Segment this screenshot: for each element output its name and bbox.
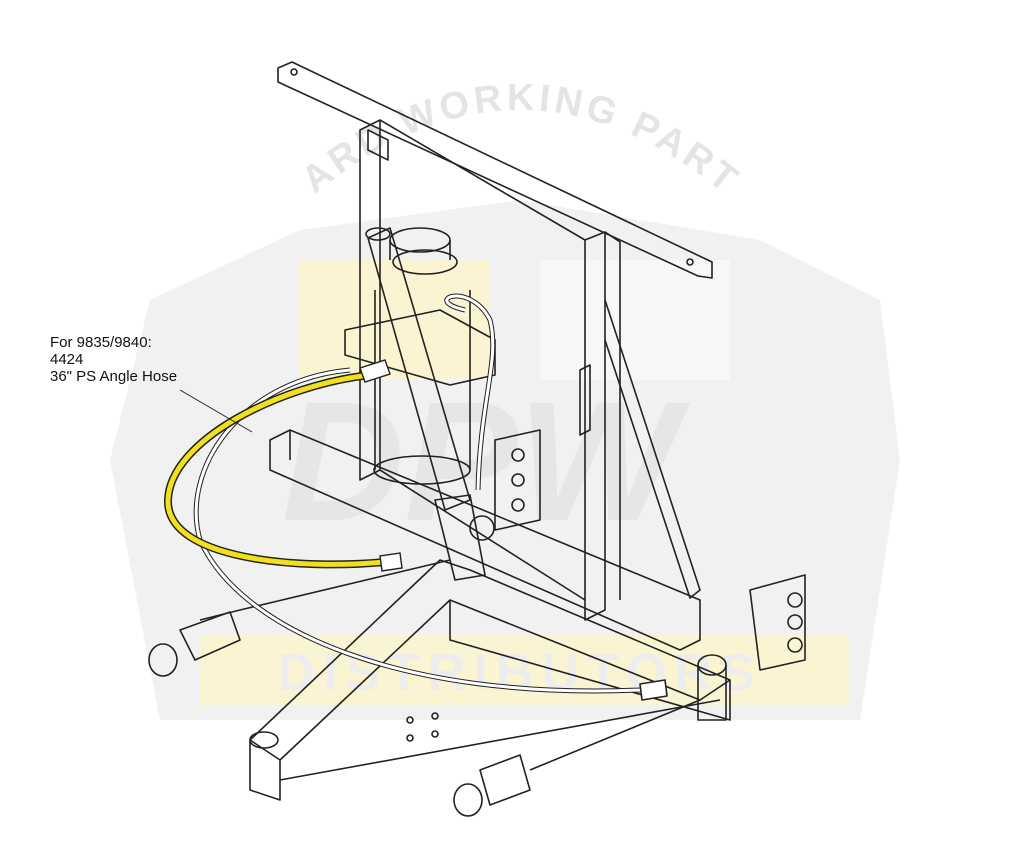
hose-fitting-top [359, 359, 391, 383]
valve-block [344, 309, 496, 386]
top-crossbar [277, 61, 713, 279]
watermark-subtitle: DISTRIBUTORS [277, 644, 762, 702]
angle-hose-4424 [165, 372, 386, 567]
callout-part-number: 4424 [50, 351, 84, 368]
bolt-hole [686, 258, 694, 266]
callout-description: 36" PS Angle Hose [50, 368, 178, 385]
mount-plate [494, 429, 541, 531]
lift-ram-left [179, 611, 241, 661]
pump-base [373, 455, 471, 485]
right-mount-plate [749, 574, 806, 671]
angle-ram [367, 227, 471, 511]
watermark-building-right [540, 260, 730, 380]
hose-fitting-bottom [379, 552, 403, 572]
part-callout: For 9835/9840: 4424 36" PS Angle Hose [50, 334, 177, 385]
angle-hose-outline [163, 371, 386, 569]
right-post [584, 231, 606, 621]
watermark-subtitle-band [200, 635, 850, 705]
callout-leader-line [179, 389, 253, 433]
bolt-hole [290, 68, 298, 76]
lift-ram-right [479, 754, 531, 806]
callout-models: For 9835/9840: [50, 334, 152, 351]
